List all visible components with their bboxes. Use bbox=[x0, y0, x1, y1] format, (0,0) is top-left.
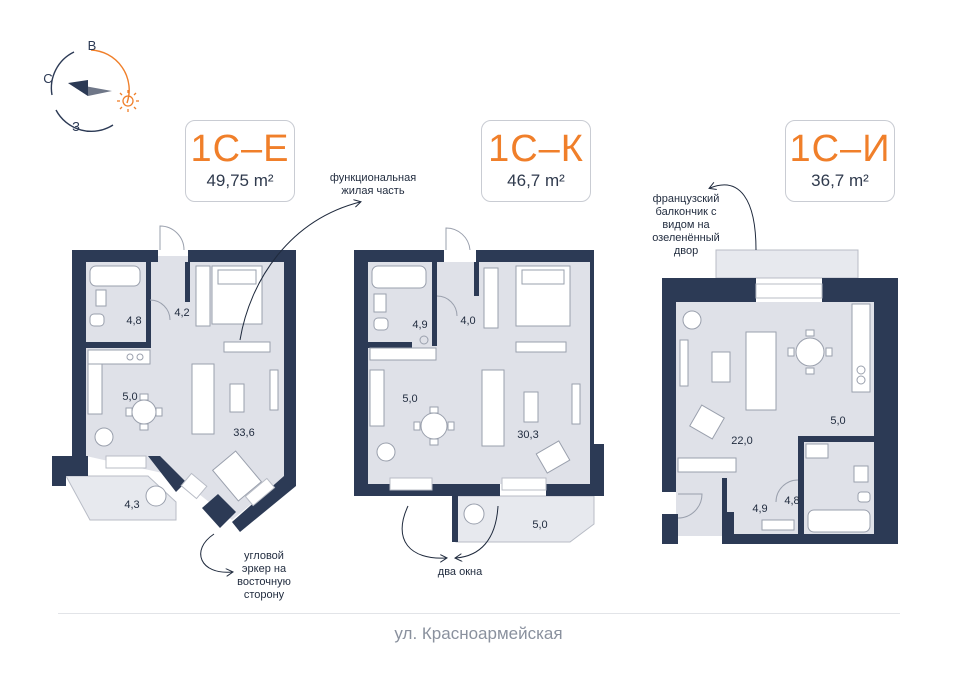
compass-icon: В С З bbox=[43, 38, 139, 134]
french-balcony-arrow bbox=[710, 185, 757, 251]
room-area-label: 22,0 bbox=[731, 435, 752, 447]
plan-area: 36,7 m² bbox=[811, 171, 869, 190]
room-area-label: 4,3 bbox=[124, 499, 139, 511]
plan-code: 1С–К bbox=[488, 128, 584, 170]
plan-area: 49,75 m² bbox=[206, 171, 274, 190]
street-divider bbox=[58, 613, 900, 614]
room-area-label: 5,0 bbox=[830, 415, 845, 427]
street-name: ул. Красноармейская bbox=[394, 624, 563, 643]
room-area-label: 4,2 bbox=[174, 307, 189, 319]
plan-1c-i: 22,0 5,0 4,9 4,8 bbox=[662, 249, 898, 544]
plan-badge-1c-e: 1С–Е 49,75 m² bbox=[185, 120, 295, 202]
room-area-label: 5,0 bbox=[122, 391, 137, 403]
compass-north-label: В bbox=[88, 38, 97, 53]
room-area-label: 4,0 bbox=[460, 315, 475, 327]
note-bay-window: угловой эркер на восточную сторону bbox=[237, 550, 291, 601]
note-two-windows: два окна bbox=[437, 566, 483, 578]
room-area-label: 4,9 bbox=[752, 503, 767, 515]
plan-badge-1c-k: 1С–К 46,7 m² bbox=[481, 120, 591, 202]
note-french-balcony: французский балкончик с видом на озеленё… bbox=[652, 193, 720, 257]
functional-arrow bbox=[239, 202, 360, 341]
plan-code: 1С–Е bbox=[190, 128, 290, 170]
two-windows-arrow-left bbox=[401, 505, 446, 558]
two-windows-arrow-right bbox=[456, 505, 499, 558]
plan-1c-k: 4,9 4,0 5,0 30,3 5,0 bbox=[354, 227, 604, 543]
compass-west-label: С bbox=[43, 71, 52, 86]
note-functional: функциональная жилая часть bbox=[329, 172, 417, 197]
room-area-label: 4,9 bbox=[412, 319, 427, 331]
plan-1c-e: 4,8 4,2 5,0 33,6 4,3 bbox=[52, 225, 296, 532]
sun-icon bbox=[117, 90, 139, 112]
compass-south-label: З bbox=[72, 119, 80, 134]
bay-window-arrow bbox=[200, 533, 232, 572]
room-area-label: 4,8 bbox=[126, 315, 141, 327]
room-area-label: 4,8 bbox=[784, 495, 799, 507]
room-area-label: 33,6 bbox=[233, 427, 254, 439]
room-area-label: 5,0 bbox=[402, 393, 417, 405]
room-area-label: 5,0 bbox=[532, 519, 547, 531]
plan-area: 46,7 m² bbox=[507, 171, 565, 190]
plan-badge-1c-i: 1С–И 36,7 m² bbox=[785, 120, 895, 202]
room-area-label: 30,3 bbox=[517, 429, 538, 441]
plan-code: 1С–И bbox=[789, 128, 891, 170]
